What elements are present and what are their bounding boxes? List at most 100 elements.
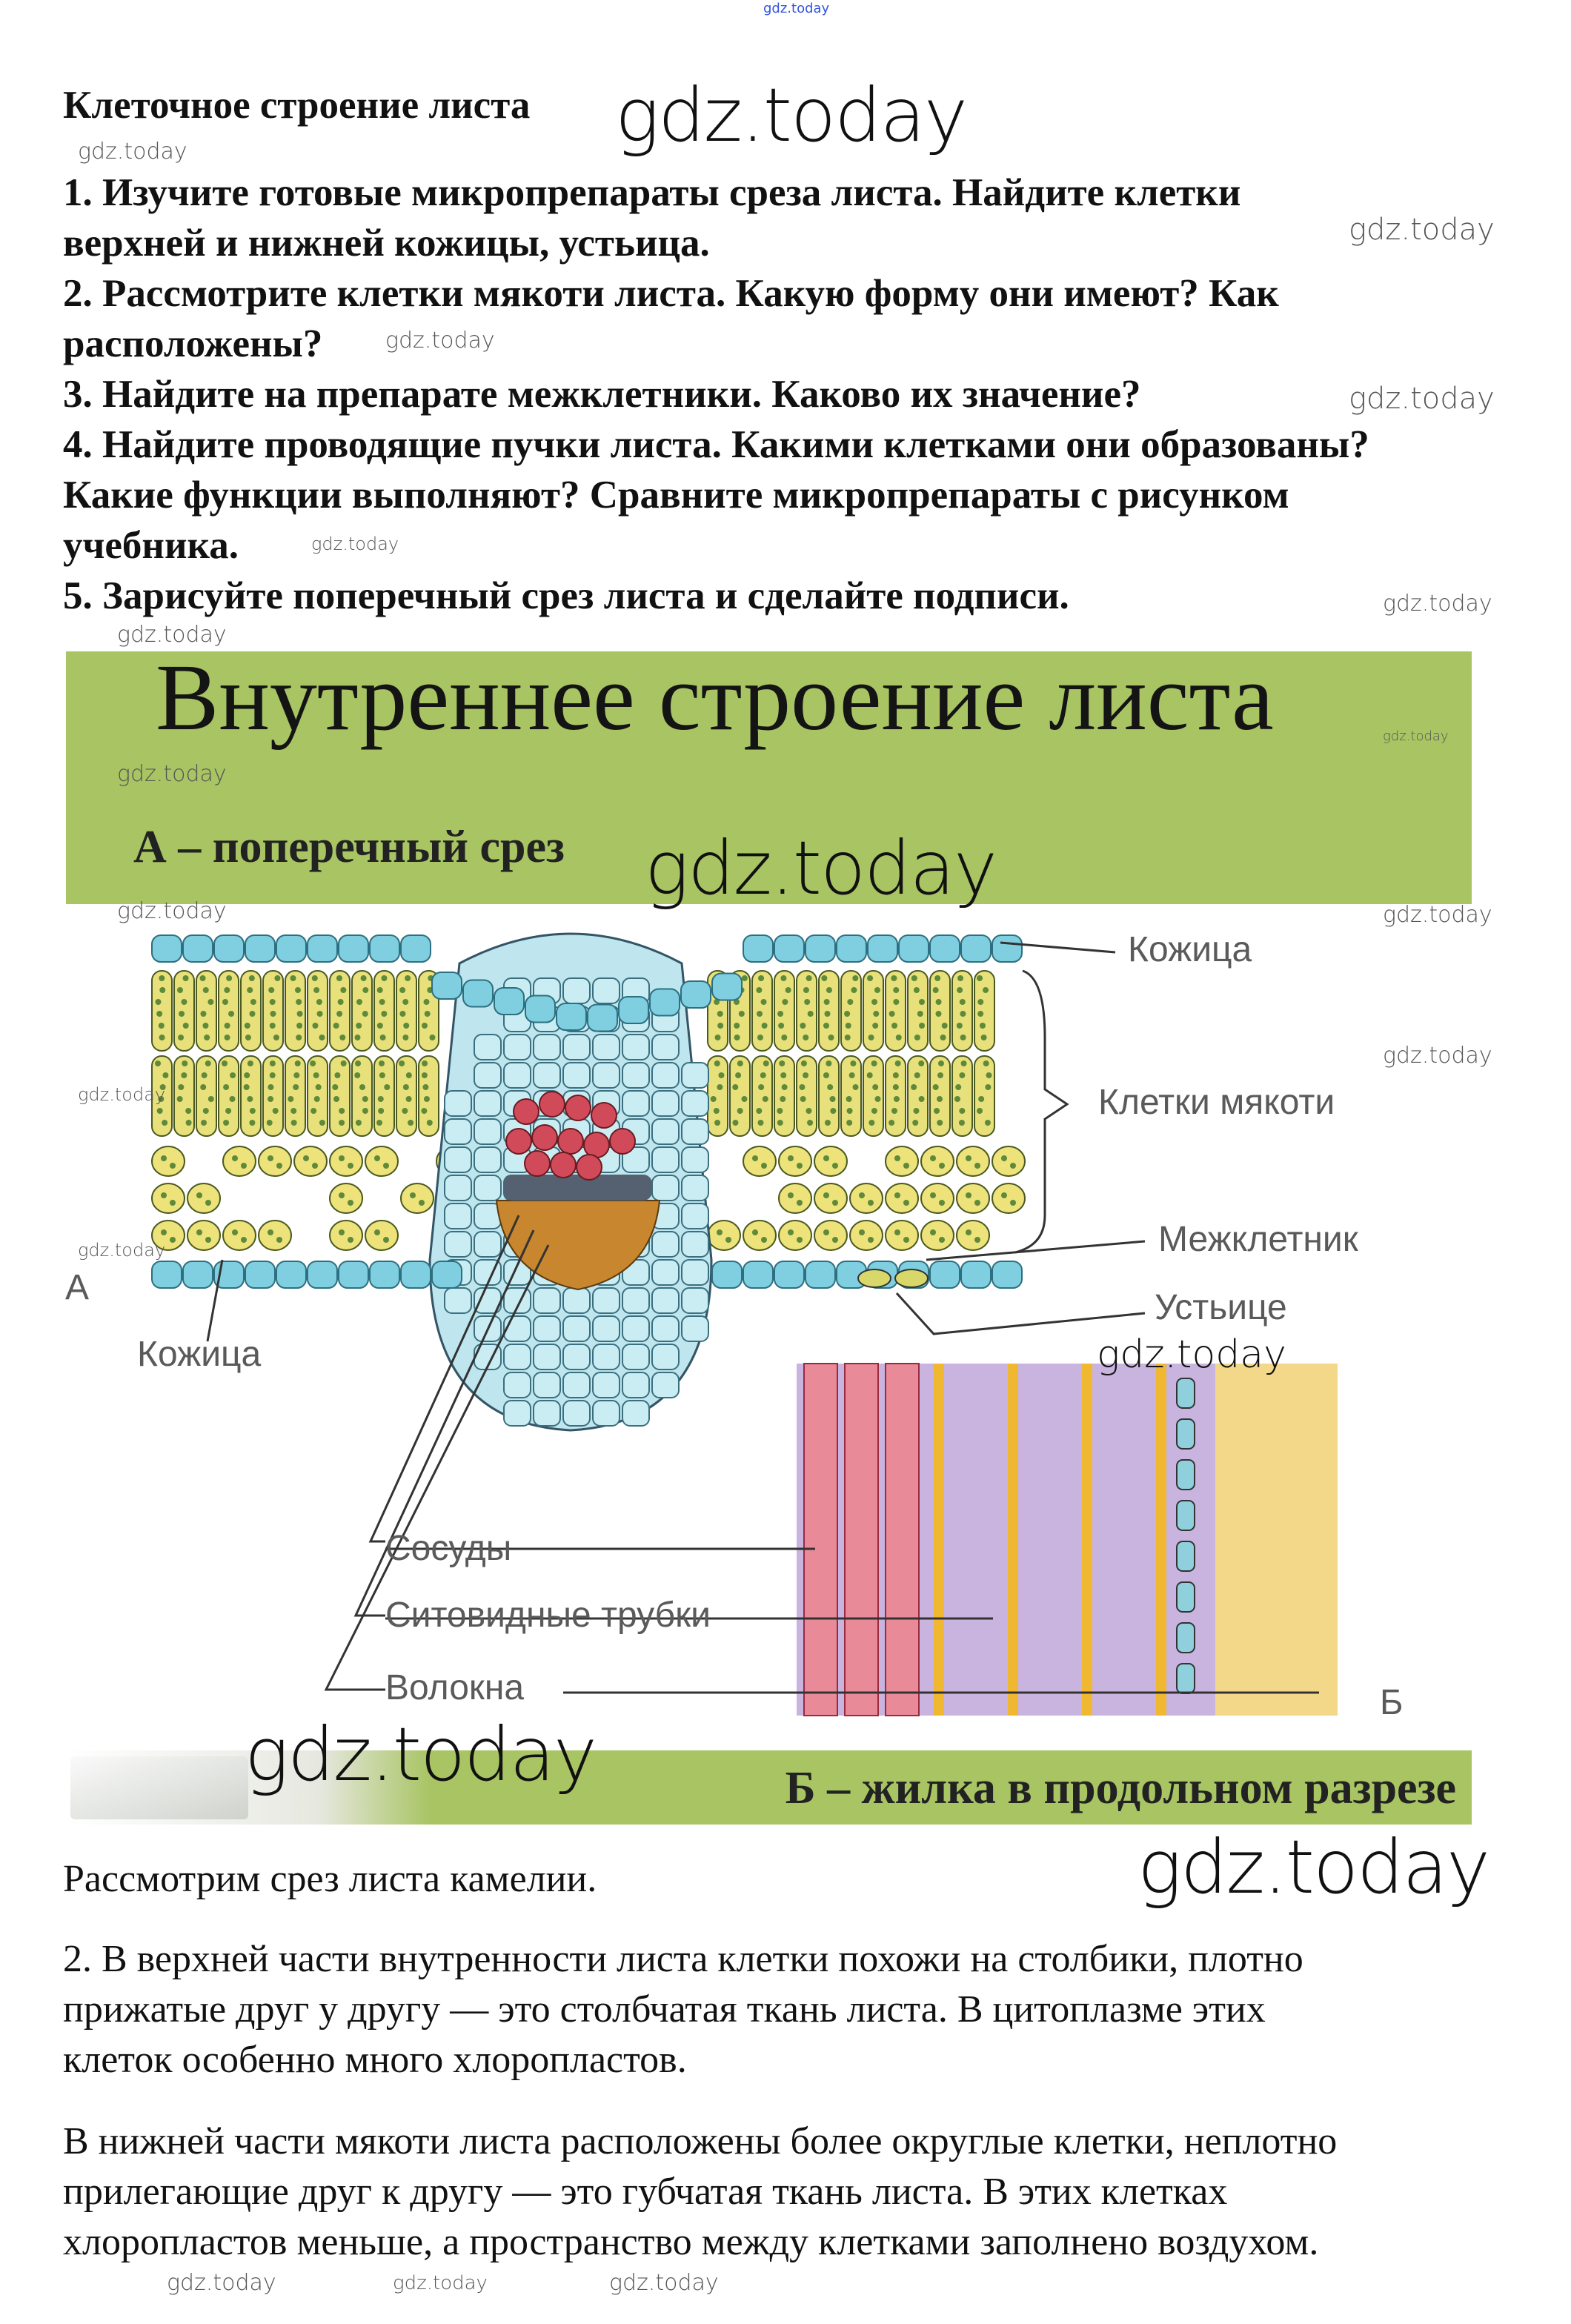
spongy-cell [920, 1146, 954, 1177]
chloroplast [182, 1023, 189, 1029]
chloroplast [383, 1163, 389, 1169]
chloroplast [903, 1163, 909, 1169]
midrib-cell [533, 1344, 561, 1370]
chloroplast [290, 1120, 297, 1126]
companion-cell [1176, 1622, 1195, 1653]
palisade-cell [840, 1055, 862, 1137]
watermark: gdz.today [645, 825, 997, 912]
chloroplast [872, 1084, 879, 1090]
spongy-cell [778, 1220, 812, 1251]
chloroplast [737, 1060, 743, 1066]
chloroplast [205, 1060, 211, 1066]
chloroplast [893, 999, 900, 1005]
chloroplast [940, 1035, 946, 1040]
epidermis-cell [494, 987, 525, 1015]
chloroplast [761, 1163, 767, 1169]
label-fibers: Волокна [385, 1668, 525, 1707]
chloroplast [893, 1096, 900, 1102]
midrib-cell [503, 1344, 531, 1370]
chloroplast [714, 1060, 720, 1066]
spongy-cell [992, 1183, 1026, 1214]
chloroplast [313, 1072, 319, 1078]
chloroplast [196, 1229, 202, 1235]
chloroplast [268, 1084, 274, 1090]
midrib-cell [474, 1146, 502, 1173]
epidermis-cell [307, 934, 338, 963]
chloroplast [199, 975, 206, 981]
chloroplast [718, 1072, 725, 1078]
chloroplast [339, 1192, 345, 1198]
chloroplast [891, 1108, 897, 1114]
chloroplast [336, 975, 342, 981]
palisade-cell [951, 1055, 973, 1137]
chloroplast [714, 999, 720, 1005]
chloroplast [868, 1237, 874, 1243]
chloroplast [222, 1060, 228, 1066]
epidermis-cell [805, 934, 836, 963]
chloroplast [803, 1035, 809, 1040]
spongy-cell [365, 1220, 399, 1251]
chloroplast [866, 1072, 873, 1078]
chloroplast [247, 987, 253, 993]
chloroplast [293, 1072, 300, 1078]
midrib-cell [622, 1400, 650, 1427]
xylem-vessel [531, 1124, 558, 1151]
chloroplast [874, 987, 880, 993]
epidermis-cell [774, 934, 805, 963]
chloroplast [895, 1035, 902, 1040]
midrib-cell [533, 1400, 561, 1427]
palisade-cell [262, 970, 284, 1052]
spongy-cell [920, 1183, 954, 1214]
mesophyll-cells [151, 970, 1026, 1251]
chloroplast [732, 1084, 739, 1090]
chloroplast [959, 1072, 966, 1078]
chloroplast [781, 1035, 788, 1040]
chloroplast [356, 1023, 362, 1029]
spongy-cell [885, 1220, 919, 1251]
chloroplast [823, 1155, 829, 1161]
chloroplast [781, 1084, 788, 1090]
chloroplast [977, 1108, 983, 1114]
midrib-cell [681, 1118, 709, 1145]
midrib-cell [622, 1315, 650, 1342]
chloroplast [717, 1229, 723, 1235]
spongy-cell [814, 1146, 848, 1177]
chloroplast [954, 1096, 961, 1102]
chloroplast [803, 987, 809, 993]
chloroplast [266, 1120, 273, 1126]
chloroplast [161, 1155, 167, 1161]
chloroplast [202, 987, 209, 993]
spongy-cell [222, 1146, 256, 1177]
chloroplast [911, 1084, 917, 1090]
spongy-cell [814, 1220, 848, 1251]
epidermis-cell [743, 934, 774, 963]
chloroplast [930, 1192, 936, 1198]
spongy-cell [258, 1146, 292, 1177]
sieve-wall [1156, 1364, 1166, 1716]
palisade-cell [396, 1055, 417, 1137]
chloroplast [182, 1060, 188, 1066]
epidermis-cell [649, 988, 680, 1017]
chloroplast [316, 999, 322, 1005]
watermark: gdz.today [385, 328, 495, 353]
section-title: Клеточное строение листа [63, 84, 531, 127]
marker-b: Б [1380, 1683, 1404, 1722]
chloroplast [1001, 1155, 1007, 1161]
epidermis-cell [992, 934, 1023, 963]
companion-cell [1176, 1663, 1195, 1694]
chloroplast [384, 1084, 391, 1090]
chloroplast [761, 1023, 768, 1029]
chloroplast [978, 1096, 985, 1102]
chloroplast [824, 1011, 831, 1017]
answer-line: хлоропластов меньше, а пространство межд… [63, 2221, 1319, 2263]
epidermis-cell [618, 996, 649, 1024]
chloroplast [830, 1108, 837, 1114]
watermark: gdz.today [117, 761, 227, 787]
chloroplast [224, 1035, 230, 1040]
chloroplast [960, 1035, 966, 1040]
chloroplast [340, 1060, 347, 1066]
chloroplast [356, 999, 362, 1005]
chloroplast [823, 1229, 829, 1235]
watermark: gdz.today [1383, 728, 1449, 744]
midrib-cell [444, 1231, 472, 1258]
